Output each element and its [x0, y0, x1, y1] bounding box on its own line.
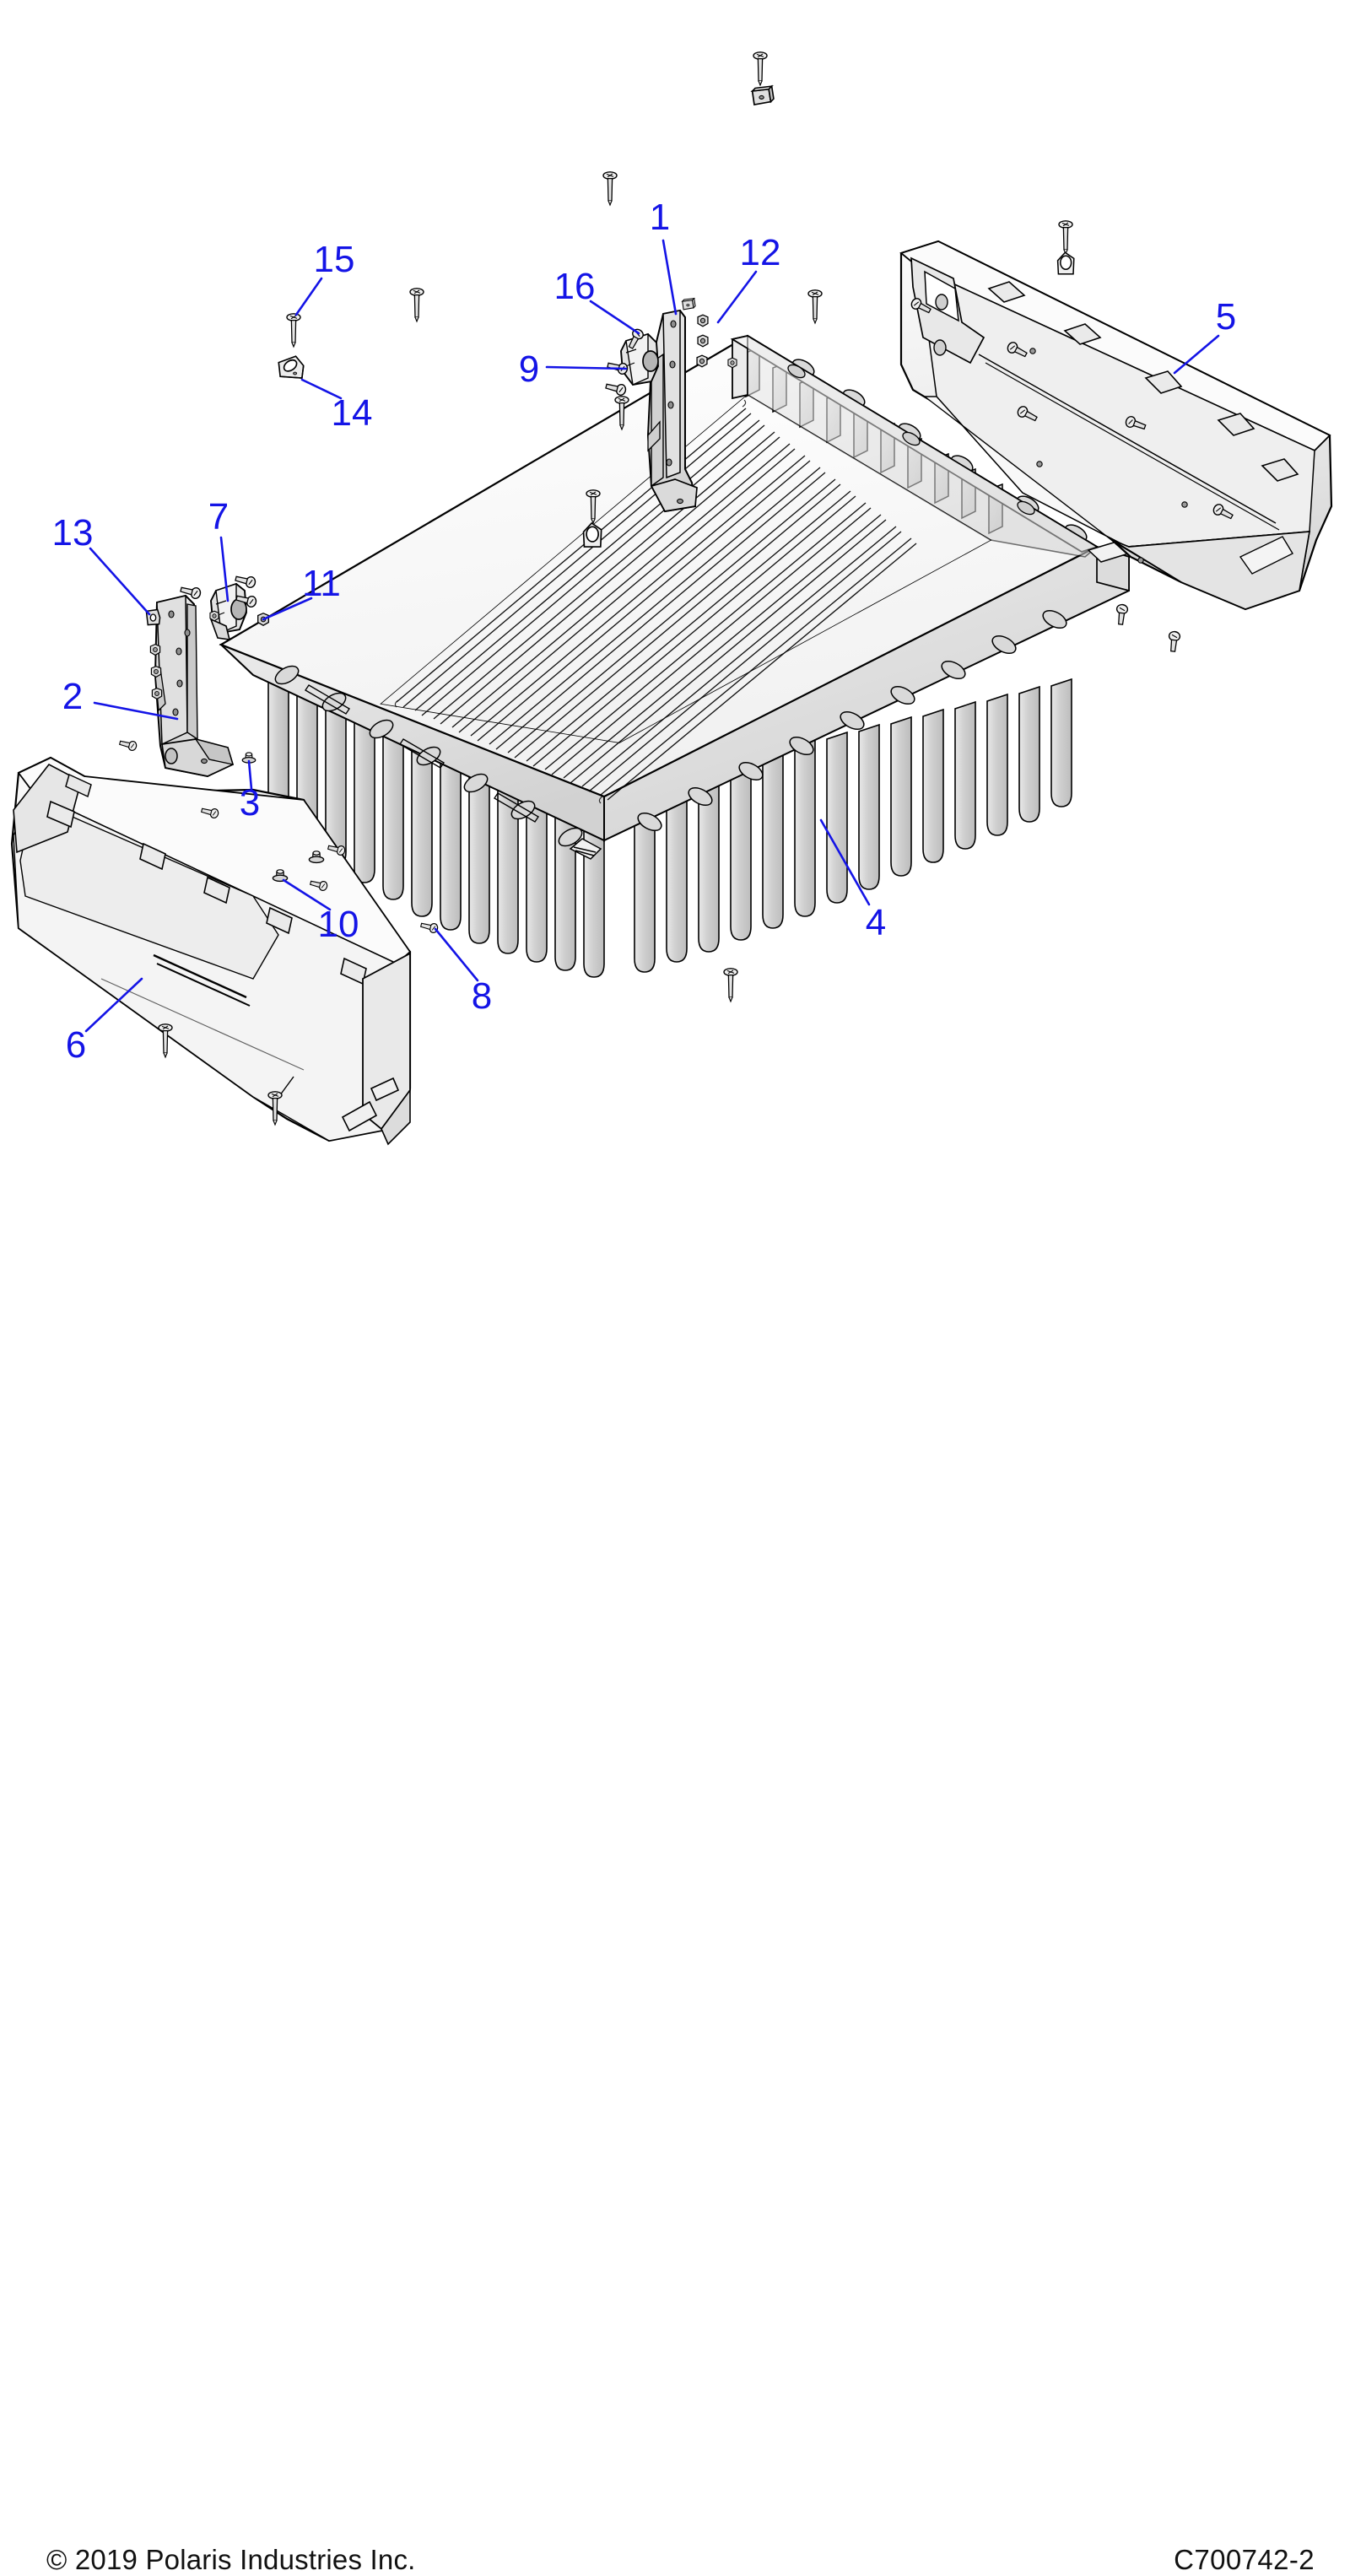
callout-number-15[interactable]: 15 — [313, 239, 355, 280]
part-left-side-panel[interactable] — [10, 756, 412, 1146]
part-latch-striker-bracket-left[interactable] — [209, 582, 247, 640]
leader-line-15 — [294, 277, 323, 316]
callout-leader-lines — [84, 239, 1220, 1033]
leader-line-11 — [262, 597, 313, 621]
drawing-number: C700742-2 — [1174, 2544, 1315, 2575]
part-front-support-bracket-right[interactable] — [646, 309, 698, 513]
leader-line-8 — [434, 927, 479, 982]
leader-line-1 — [662, 239, 678, 316]
footer: © 2019 Polaris Industries Inc. C700742-2 — [0, 1257, 1350, 2575]
clip-item-14 — [278, 355, 305, 379]
callout-number-11[interactable]: 11 — [302, 563, 341, 604]
callout-number-6[interactable]: 6 — [65, 1024, 87, 1066]
callout-number-2[interactable]: 2 — [62, 676, 84, 717]
leader-line-10 — [282, 878, 332, 911]
leader-line-3 — [247, 759, 253, 791]
leader-line-6 — [84, 977, 143, 1033]
part-right-side-panel[interactable] — [899, 240, 1333, 611]
copyright-notice: © 2019 Polaris Industries Inc. — [46, 2544, 416, 2575]
callout-number-12[interactable]: 12 — [739, 232, 781, 273]
callout-number-13[interactable]: 13 — [51, 512, 94, 554]
callout-number-9[interactable]: 9 — [518, 348, 540, 390]
callout-number-1[interactable]: 1 — [649, 197, 671, 238]
callout-number-8[interactable]: 8 — [471, 975, 493, 1017]
screw-item-15 — [286, 313, 301, 348]
part-cargo-box-bed[interactable] — [219, 334, 1136, 978]
callout-number-16[interactable]: 16 — [554, 266, 596, 307]
leader-line-4 — [819, 818, 871, 906]
leader-line-16 — [589, 300, 640, 335]
parts-diagram-artwork — [10, 51, 1333, 1146]
leader-line-7 — [219, 536, 230, 602]
leader-line-5 — [1173, 334, 1220, 375]
leader-line-12 — [716, 270, 758, 324]
screw-item-8 — [419, 920, 440, 934]
part-latch-striker-bracket-right[interactable] — [620, 332, 659, 386]
leader-line-13 — [89, 547, 151, 616]
leader-line-14 — [300, 378, 343, 400]
callout-number-7[interactable]: 7 — [208, 496, 230, 537]
callout-number-5[interactable]: 5 — [1215, 296, 1237, 338]
callout-number-4[interactable]: 4 — [865, 902, 887, 943]
part-front-support-bracket-left[interactable] — [154, 594, 235, 778]
nut-item-12 — [697, 314, 709, 327]
callout-number-14[interactable]: 14 — [331, 392, 373, 434]
callout-number-3[interactable]: 3 — [239, 782, 261, 824]
leader-line-2 — [93, 701, 179, 721]
callout-number-10[interactable]: 10 — [317, 904, 359, 945]
leader-line-9 — [545, 365, 628, 370]
